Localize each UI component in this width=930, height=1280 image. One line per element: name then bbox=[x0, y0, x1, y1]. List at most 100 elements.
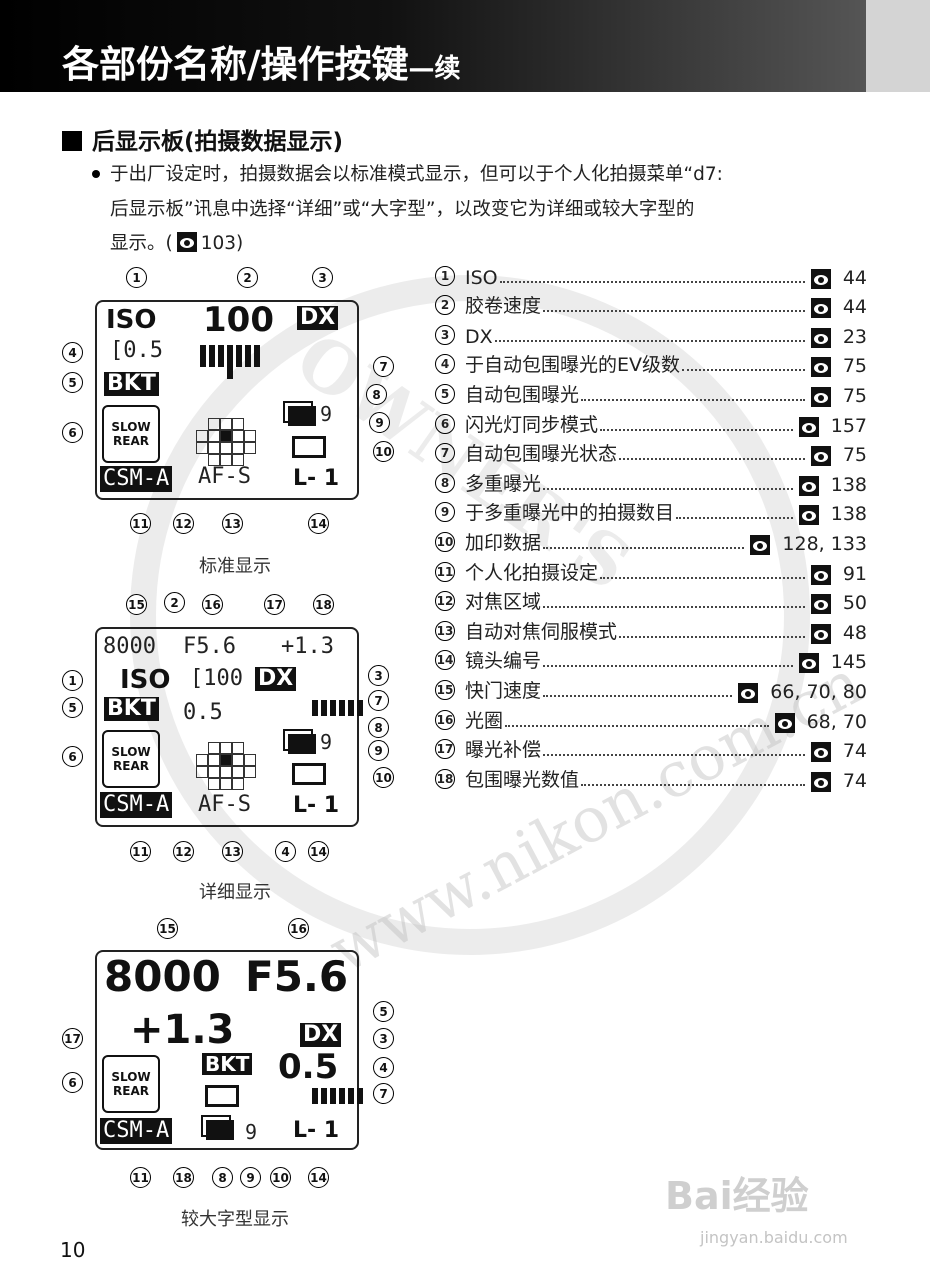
legend-pages: 145 bbox=[830, 651, 867, 674]
legend-item: 3 DX 23 bbox=[435, 318, 867, 348]
focus-area-cell bbox=[232, 430, 244, 442]
callout-10: 10 bbox=[270, 1167, 291, 1188]
legend-item: 11 个人化拍摄设定 91 bbox=[435, 555, 867, 585]
lcd-af-mode: AF-S bbox=[198, 792, 251, 817]
focus-area-cell bbox=[220, 430, 232, 442]
callout-3: 3 bbox=[368, 665, 389, 686]
body-line-1: 于出厂设定时，拍摄数据会以标准模式显示，但可以于个人化拍摄菜单“d7: bbox=[110, 164, 723, 185]
focus-area-cell bbox=[196, 418, 208, 430]
legend-item: 12 对焦区域 50 bbox=[435, 585, 867, 615]
legend-label: 曝光补偿 bbox=[465, 739, 542, 762]
callout-18: 18 bbox=[313, 594, 334, 615]
legend-item: 2 胶卷速度 44 bbox=[435, 289, 867, 319]
callout-number: 7 bbox=[435, 443, 455, 464]
callout-8: 8 bbox=[368, 717, 389, 738]
callout-4: 4 bbox=[275, 841, 296, 862]
callout-3: 3 bbox=[312, 267, 333, 288]
callout-number: 13 bbox=[435, 620, 455, 641]
callout-number: 4 bbox=[435, 354, 455, 375]
bracket-bar bbox=[348, 700, 354, 716]
lcd-lens: L- 1 bbox=[293, 1118, 340, 1143]
page-reference-icon bbox=[810, 327, 831, 348]
callout-number: 11 bbox=[435, 561, 455, 582]
callout-9: 9 bbox=[240, 1167, 261, 1188]
focus-area-cell bbox=[208, 742, 220, 754]
callout-number: 9 bbox=[435, 502, 455, 523]
dotted-leader bbox=[543, 754, 805, 757]
legend-item: 10 加印数据 128, 133 bbox=[435, 525, 867, 555]
callout-10: 10 bbox=[373, 441, 394, 462]
bracket-bar bbox=[321, 700, 327, 716]
lcd-csm: CSM-A bbox=[100, 792, 173, 818]
page-title-text: 各部份名称/操作按键 bbox=[62, 43, 409, 86]
page-reference-icon bbox=[750, 534, 771, 555]
bracket-bar bbox=[339, 1088, 345, 1104]
page-reference-icon bbox=[176, 232, 197, 252]
baidu-logo: Bai经验 bbox=[665, 1174, 809, 1218]
lcd-panel bbox=[95, 300, 359, 500]
focus-area-grid bbox=[196, 742, 256, 790]
focus-area-cell bbox=[232, 778, 244, 790]
page-reference-icon bbox=[798, 475, 819, 496]
lcd-csm: CSM-A bbox=[100, 466, 173, 492]
legend-pages: 74 bbox=[842, 769, 867, 792]
lcd-dx: DX bbox=[300, 1023, 342, 1047]
callout-6: 6 bbox=[62, 422, 83, 443]
page-number: 10 bbox=[60, 1238, 86, 1262]
callout-14: 14 bbox=[308, 1167, 329, 1188]
dotted-leader bbox=[499, 280, 805, 283]
callout-10: 10 bbox=[373, 767, 394, 788]
focus-area-cell bbox=[208, 766, 220, 778]
lcd-af-mode: AF-S bbox=[198, 464, 251, 489]
focus-area-grid bbox=[196, 418, 256, 466]
legend-pages: 138 bbox=[830, 473, 867, 496]
dotted-leader bbox=[619, 458, 805, 461]
bracket-bar bbox=[357, 700, 363, 716]
lcd-multi-count: 9 bbox=[320, 730, 333, 754]
lcd-rear: REAR bbox=[113, 758, 149, 773]
callout-8: 8 bbox=[212, 1167, 233, 1188]
dotted-leader bbox=[600, 576, 805, 579]
bracket-bar bbox=[312, 700, 318, 716]
callout-4: 4 bbox=[373, 1057, 394, 1078]
legend-item: 7 自动包围曝光状态 75 bbox=[435, 437, 867, 467]
callout-4: 4 bbox=[62, 342, 83, 363]
legend-label: 多重曝光 bbox=[465, 472, 542, 495]
callout-number: 2 bbox=[435, 295, 455, 316]
legend-item: 16 光圈 68, 70 bbox=[435, 703, 867, 733]
legend-pages: 75 bbox=[842, 384, 867, 407]
callout-11: 11 bbox=[130, 1167, 151, 1188]
focus-area-cell bbox=[208, 418, 220, 430]
legend-pages: 91 bbox=[842, 562, 867, 585]
legend-pages: 48 bbox=[842, 621, 867, 644]
page-reference-icon bbox=[810, 446, 831, 467]
callout-15: 15 bbox=[126, 594, 147, 615]
page-reference-icon bbox=[810, 594, 831, 615]
dotted-leader bbox=[543, 665, 793, 668]
focus-area-cell bbox=[220, 418, 232, 430]
lcd-lens: L- 1 bbox=[293, 466, 340, 491]
legend-label: DX bbox=[465, 325, 493, 348]
legend-item: 1 ISO 44 bbox=[435, 259, 867, 289]
focus-area-cell bbox=[232, 418, 244, 430]
callout-7: 7 bbox=[373, 356, 394, 377]
legend-pages: 66, 70, 80 bbox=[770, 680, 867, 703]
page-title: 各部份名称/操作按键—续 bbox=[62, 34, 461, 88]
lcd-lens: L- 1 bbox=[293, 793, 340, 818]
page-reference-icon bbox=[738, 682, 759, 703]
callout-7: 7 bbox=[368, 690, 389, 711]
dotted-leader bbox=[676, 517, 793, 520]
bracket-bar bbox=[312, 1088, 318, 1104]
focus-area-cell bbox=[220, 766, 232, 778]
lcd-ev-step: 0.5 bbox=[278, 1047, 339, 1087]
dotted-leader bbox=[682, 369, 805, 372]
focus-area-cell bbox=[244, 454, 256, 466]
callout-17: 17 bbox=[264, 594, 285, 615]
focus-area-cell bbox=[232, 754, 244, 766]
callout-1: 1 bbox=[126, 267, 147, 288]
callout-18: 18 bbox=[173, 1167, 194, 1188]
focus-area-cell bbox=[196, 430, 208, 442]
focus-area-cell bbox=[208, 754, 220, 766]
